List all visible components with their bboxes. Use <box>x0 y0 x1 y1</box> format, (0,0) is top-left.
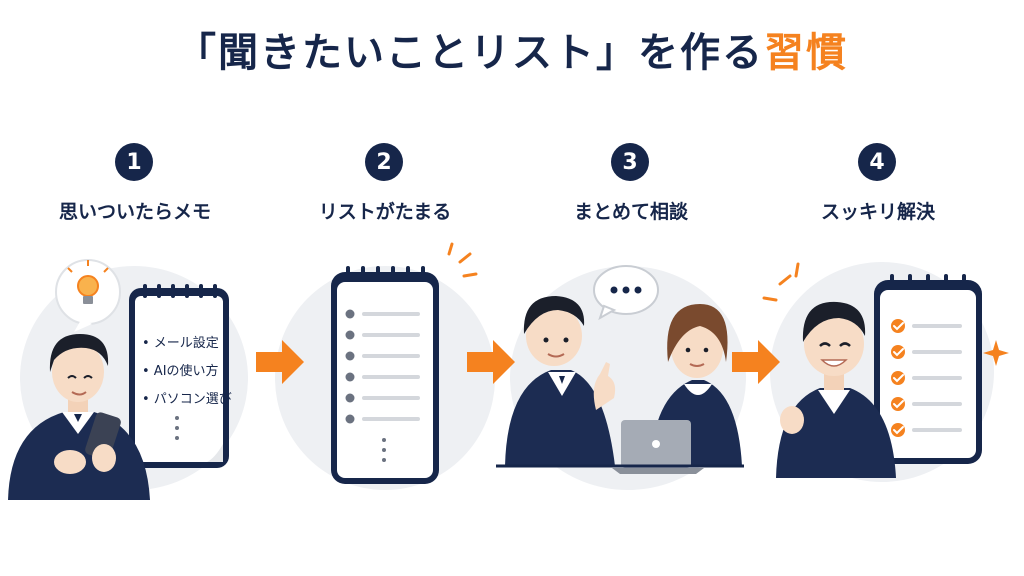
arrow-1-icon <box>256 340 304 384</box>
sparkle-lines-icon <box>447 242 478 278</box>
step-2-number-badge: 2 <box>365 143 403 181</box>
man-pointing-icon <box>505 296 616 466</box>
memo-item-3: • パソコン選び <box>142 392 232 407</box>
man-with-phone-icon <box>8 334 150 500</box>
arrow-2-icon <box>467 340 515 384</box>
memo-item-1: • メール設定 <box>142 336 219 351</box>
checklist-notepad-icon <box>874 274 982 464</box>
title-accent: 習慣 <box>764 30 848 76</box>
happy-man-icon <box>776 301 896 478</box>
step-4-label: スッキリ解決 <box>820 201 935 223</box>
woman-with-laptop-icon <box>612 304 742 474</box>
step-1-label: 思いついたらメモ <box>58 201 211 223</box>
step-3-number-badge: 3 <box>611 143 649 181</box>
lightbulb-icon <box>55 259 121 332</box>
sparkle-star-icon <box>983 340 1009 366</box>
step-1-number-badge: 1 <box>115 143 153 181</box>
step-3-label: まとめて相談 <box>573 201 688 223</box>
arrow-3-icon <box>732 340 780 384</box>
speech-bubble-icon <box>593 265 659 321</box>
joy-lines-icon <box>762 262 800 302</box>
list-notepad-icon <box>331 266 439 484</box>
page-title: 「聞きたいことリスト」を作る習慣 <box>0 20 1024 78</box>
step-2-label: リストがたまる <box>318 201 452 223</box>
memo-pad-icon <box>129 284 229 468</box>
step-4-number-badge: 4 <box>858 143 896 181</box>
memo-item-2: • AIの使い方 <box>142 364 219 379</box>
title-main: 「聞きたいことリスト」を作る <box>176 30 764 76</box>
